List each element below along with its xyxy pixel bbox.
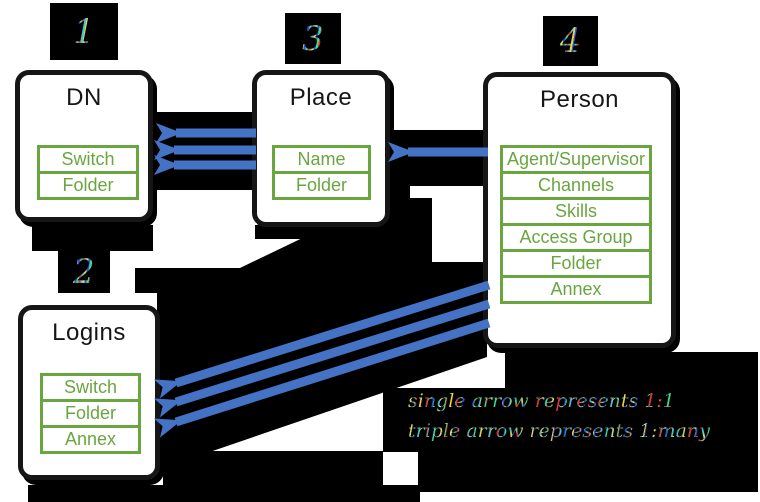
entity-title-place: Place xyxy=(289,84,353,111)
step-number-plate-place: 3 xyxy=(285,13,341,64)
person-bottom-shadow xyxy=(505,352,758,389)
step-number-plate-dn: 1 xyxy=(50,3,118,60)
field-person-folder: Folder xyxy=(500,249,652,278)
field-place-folder: Folder xyxy=(272,171,371,200)
logins-right-shadow xyxy=(163,451,383,502)
step-number-plate-logins: 2 xyxy=(58,250,110,293)
legend-line-single-arrow: single arrow represents 1:1 xyxy=(408,386,756,416)
field-person-skills: Skills xyxy=(500,197,652,226)
field-dn-switch: Switch xyxy=(37,145,139,174)
bottom-shadow-bar xyxy=(28,485,420,502)
step-number-place: 3 xyxy=(302,18,324,59)
field-person-agent-supervisor: Agent/Supervisor xyxy=(500,145,652,174)
entity-title-dn: DN xyxy=(66,84,102,111)
arrow-person-to-logins-1 xyxy=(153,280,491,399)
entity-box-person: Person Agent/Supervisor Channels Skills … xyxy=(483,72,676,348)
place-shadow-bar xyxy=(255,225,390,239)
field-person-access-group: Access Group xyxy=(500,223,652,252)
entity-box-logins: Logins Switch Folder Annex xyxy=(18,305,160,480)
field-logins-folder: Folder xyxy=(40,399,141,428)
field-place-name: Name xyxy=(272,145,371,174)
field-dn-folder: Folder xyxy=(37,171,139,200)
field-person-channels: Channels xyxy=(500,171,652,200)
entity-title-logins: Logins xyxy=(52,319,126,346)
step-number-plate-person: 4 xyxy=(543,16,598,66)
place-person-arrow-band xyxy=(384,130,488,186)
entity-box-dn: DN Switch Folder xyxy=(15,70,153,222)
legend-line-triple-arrow: triple arrow represents 1:many xyxy=(408,416,756,446)
step-number-dn: 1 xyxy=(73,11,95,52)
step-number-person: 4 xyxy=(559,21,582,61)
dn-place-arrow-band xyxy=(150,112,258,190)
field-logins-annex: Annex xyxy=(40,425,141,454)
dn-shadow-bar xyxy=(32,225,153,251)
field-logins-switch: Switch xyxy=(40,373,141,402)
entity-box-place: Place Name Folder xyxy=(252,70,390,227)
legend: single arrow represents 1:1 triple arrow… xyxy=(408,386,756,446)
step-number-logins: 2 xyxy=(73,251,95,292)
entity-title-person: Person xyxy=(539,86,620,113)
field-person-annex: Annex xyxy=(500,275,652,304)
